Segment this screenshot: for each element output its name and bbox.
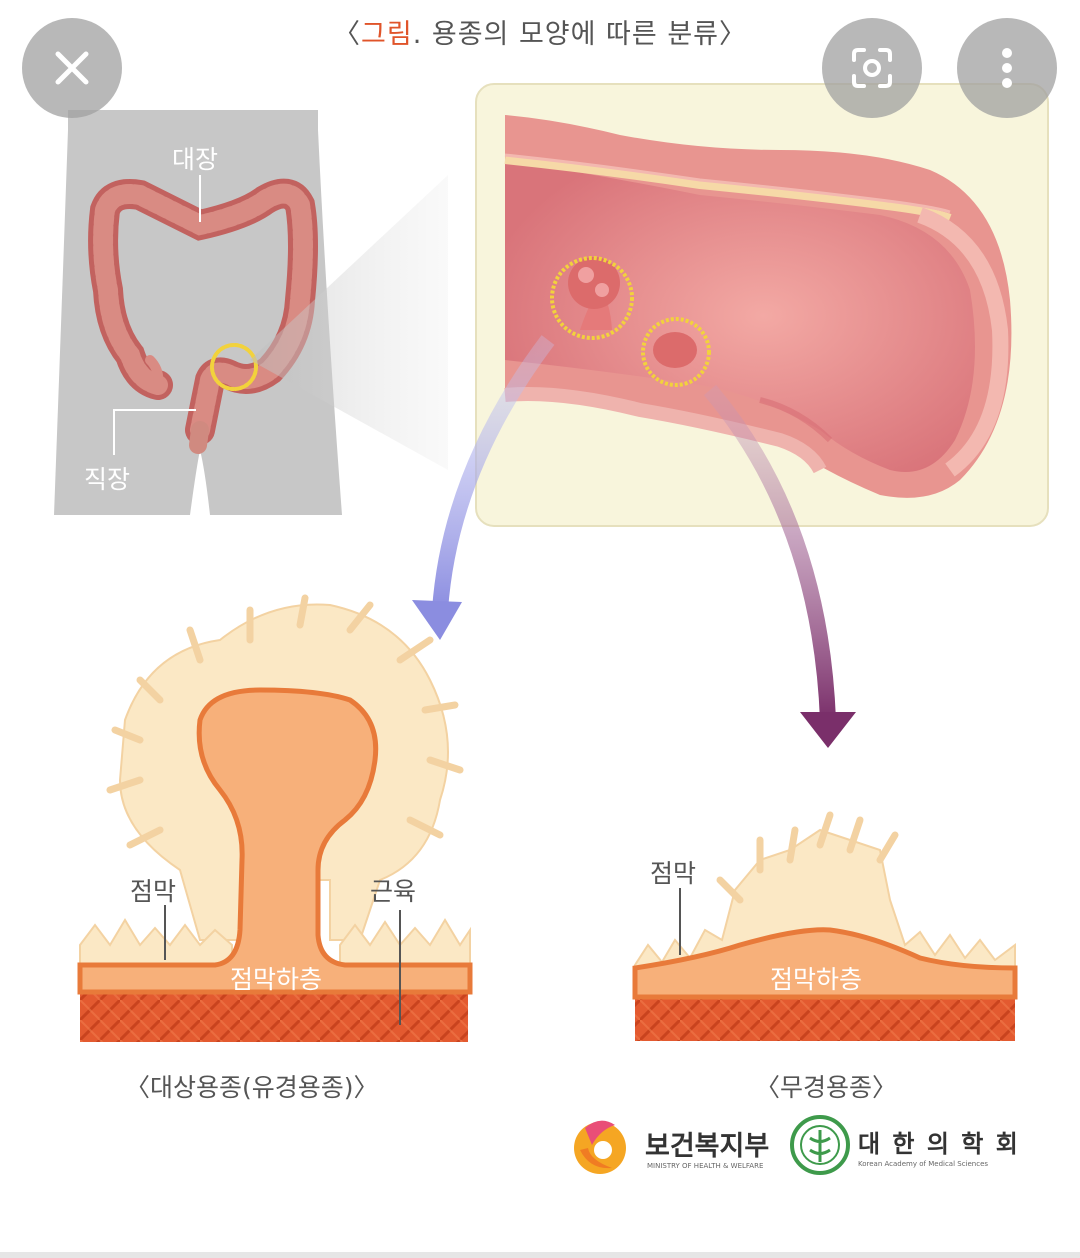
more-options-button[interactable] (957, 18, 1057, 118)
title-bracket: 〈 (333, 19, 361, 50)
label-muscle: 근육 (370, 877, 417, 906)
ministry-logo-name: 보건복지부 (645, 1131, 770, 1162)
ministry-logo-emblem (574, 1120, 626, 1174)
title-accent: 그림 (361, 19, 413, 50)
label-submucosa-sessile: 점막하층 (770, 965, 863, 994)
label-mucosa-sessile: 점막 (650, 859, 697, 888)
academy-logo-subtitle: Korean Academy of Medical Sciences (858, 1160, 989, 1168)
more-vertical-icon (1002, 48, 1012, 88)
label-colon: 대장 (172, 145, 219, 174)
lens-search-button[interactable] (822, 18, 922, 118)
arrow-to-pedunculated (412, 335, 555, 640)
close-icon (55, 51, 89, 85)
academy-logo-name: 대 한 의 학 회 (858, 1130, 1020, 1158)
lens-search-icon (852, 48, 892, 88)
label-rectum: 직장 (84, 465, 131, 494)
arrow-to-sessile (703, 384, 856, 748)
sessile-cross-section (632, 811, 1018, 1041)
label-submucosa-pedunculated: 점막하층 (230, 965, 323, 994)
magnification-cone (250, 175, 448, 470)
caption-pedunculated: 〈대상용종(유경용종)〉 (125, 1073, 379, 1102)
ministry-logo-subtitle: MINISTRY OF HEALTH & WELFARE (647, 1162, 764, 1170)
colon-illustration (88, 178, 318, 454)
label-mucosa-pedunculated: 점막 (130, 877, 177, 906)
close-button[interactable] (22, 18, 122, 118)
colon-cutaway (504, 115, 1012, 498)
figure-title: 〈그림. 용종의 모양에 따른 분류〉 (0, 12, 1080, 51)
caption-sessile: 〈무경용종〉 (755, 1073, 898, 1102)
bottom-divider (0, 1252, 1080, 1258)
body-pointer-lines (113, 175, 201, 455)
academy-logo-emblem (790, 1115, 850, 1175)
pedunculated-cross-section (77, 594, 473, 1042)
title-rest: . 용종의 모양에 따른 분류〉 (412, 19, 747, 50)
